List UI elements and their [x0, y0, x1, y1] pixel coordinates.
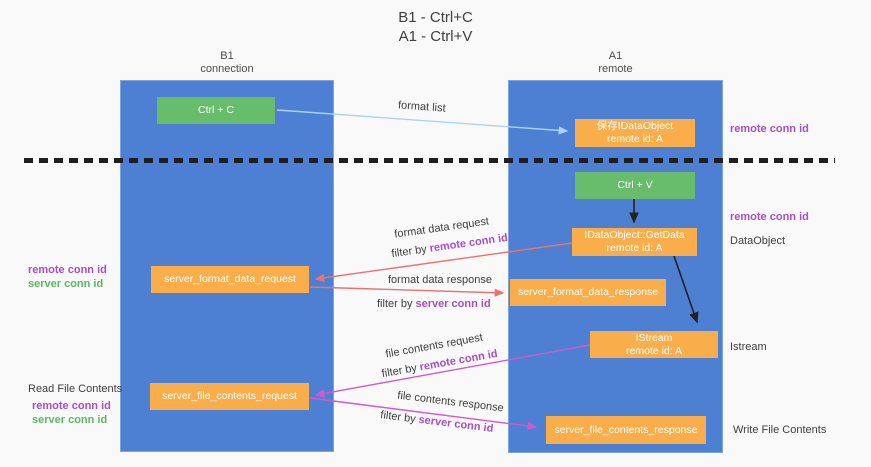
- ctrl-v-label: Ctrl + V: [617, 179, 653, 191]
- diagram-title: B1 - Ctrl+C A1 - Ctrl+V: [0, 8, 871, 46]
- format-list-label: format list: [397, 99, 447, 115]
- server-conn-id-label-left-2: server conn id: [32, 414, 108, 426]
- server-file-contents-request-label: server_file_contents_request: [162, 390, 297, 402]
- idataobject-getdata-line2: remote id: A: [606, 242, 663, 254]
- server-format-data-response-label: server_format_data_response: [517, 286, 659, 298]
- idataobject-getdata-box: IDataObject::GetData remote id: A: [572, 228, 697, 256]
- read-file-contents-label: Read File Contents: [28, 383, 123, 395]
- dataobject-label: DataObject: [730, 235, 786, 247]
- server-format-data-request-box: server_format_data_request: [151, 266, 309, 293]
- lane-a1-subtitle: remote: [598, 63, 633, 75]
- ctrl-v-box: Ctrl + V: [575, 172, 695, 199]
- filter-by-text: filter by: [379, 409, 417, 426]
- format-data-response-label: format data response: [388, 274, 492, 286]
- title-line-1: B1 - Ctrl+C: [398, 9, 473, 26]
- server-file-contents-request-box: server_file_contents_request: [150, 383, 309, 410]
- remote-conn-id-label-mid-right: remote conn id: [730, 211, 809, 223]
- istream-label: Istream: [730, 341, 767, 353]
- remote-conn-id-label-top-right: remote conn id: [730, 123, 809, 135]
- save-idataobject-box: 保存IDataObject remote id: A: [575, 119, 695, 147]
- remote-conn-id-label-left-1: remote conn id: [28, 264, 107, 276]
- format-data-response-arrow: [309, 286, 505, 297]
- istream-box-line1: IStream: [635, 331, 673, 344]
- lane-a1-header: A1 remote: [508, 50, 723, 76]
- ctrl-c-label: Ctrl + C: [198, 104, 234, 116]
- server-conn-id-text: server conn id: [417, 413, 494, 435]
- lane-a1-name: A1: [608, 50, 623, 62]
- server-format-data-request-label: server_format_data_request: [164, 273, 296, 285]
- save-idataobject-line1: 保存IDataObject: [596, 120, 674, 132]
- server-conn-id-text: server conn id: [415, 298, 491, 310]
- lane-b1-header: B1 connection: [120, 50, 334, 76]
- filter-by-text: filter by: [380, 362, 418, 381]
- lane-b1-name: B1: [220, 50, 234, 62]
- istream-box-line2: remote id: A: [625, 344, 683, 357]
- title-line-2: A1 - Ctrl+V: [398, 28, 473, 45]
- server-file-contents-response-label: server_file_contents_response: [554, 423, 698, 436]
- save-idataobject-line2: remote id: A: [606, 133, 664, 145]
- lane-b1-subtitle: connection: [200, 63, 254, 75]
- ctrl-c-box: Ctrl + C: [157, 97, 275, 124]
- file-contents-response-label: file contents response: [396, 389, 505, 415]
- istream-box: IStream remote id: A: [590, 331, 718, 358]
- idataobject-getdata-line1: IDataObject::GetData: [584, 229, 685, 241]
- server-format-data-response-box: server_format_data_response: [510, 279, 666, 306]
- server-conn-id-label-left-1: server conn id: [28, 278, 104, 290]
- filter-by-text: filter by: [377, 298, 413, 310]
- write-file-contents-label: Write File Contents: [733, 424, 827, 436]
- separator-dashed-line: [24, 158, 835, 163]
- server-file-contents-response-box: server_file_contents_response: [546, 416, 706, 444]
- filter-by-text: filter by: [390, 243, 428, 261]
- remote-conn-id-label-left-2: remote conn id: [32, 400, 111, 412]
- remote-conn-id-text: remote conn id: [428, 231, 509, 255]
